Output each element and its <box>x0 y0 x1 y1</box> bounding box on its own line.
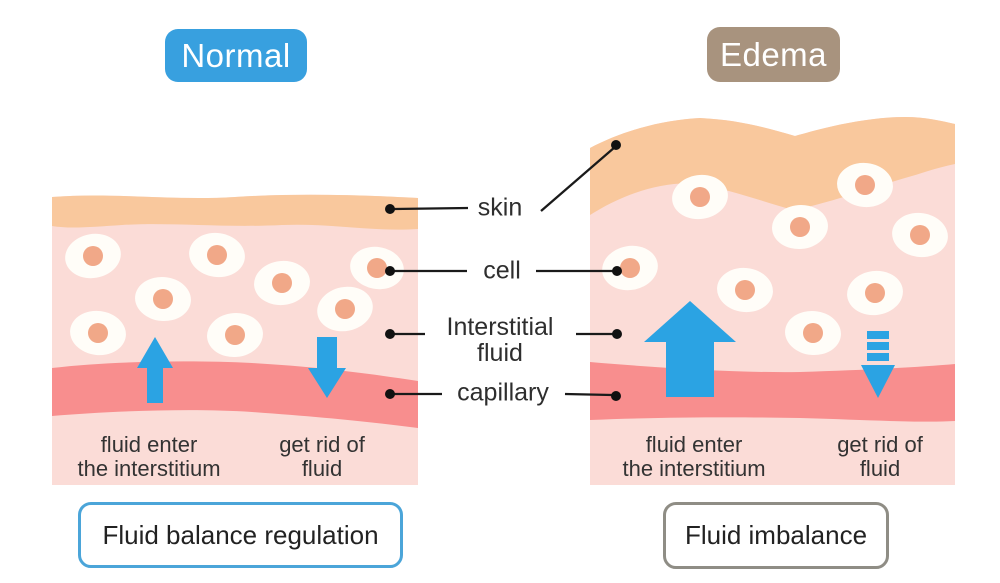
cell <box>602 245 658 291</box>
normal-tissue-panel <box>52 194 418 485</box>
interstitial-fluid-label: Interstitial fluid <box>447 314 554 366</box>
caption-line: the interstitium <box>77 456 221 481</box>
cell <box>785 310 841 356</box>
cell <box>189 232 245 278</box>
cell <box>847 270 903 316</box>
cell <box>672 174 728 220</box>
cell <box>717 267 773 313</box>
caption-line: get rid of <box>837 432 923 457</box>
normal-fluid-in-caption: fluid enter the interstitium <box>77 433 220 481</box>
interstitial-fluid-label-line1: Interstitial <box>446 313 554 341</box>
cell-label: cell <box>483 256 521 285</box>
cell <box>135 276 191 322</box>
cell <box>837 162 893 208</box>
cell <box>772 204 828 250</box>
cell <box>317 286 373 332</box>
caption-line: get rid of <box>279 432 365 457</box>
edema-fluid-out-caption: get rid of fluid <box>837 433 923 481</box>
cell <box>892 212 948 258</box>
fluid-out-arrow <box>308 337 346 398</box>
normal-badge: Normal <box>165 29 307 82</box>
fluid-in-arrow <box>137 337 173 403</box>
skin-label: skin <box>477 193 523 222</box>
cell <box>207 312 263 358</box>
caption-line: fluid <box>301 456 343 481</box>
capillary-label: capillary <box>457 378 549 407</box>
edema-badge: Edema <box>707 27 840 82</box>
caption-line: fluid enter <box>645 432 743 457</box>
fluid-in-arrow-large <box>644 301 736 397</box>
cell <box>70 310 126 356</box>
cell <box>350 246 404 290</box>
caption-line: fluid enter <box>100 432 198 457</box>
normal-fluid-out-caption: get rid of fluid <box>279 433 365 481</box>
edema-tissue-panel <box>590 117 955 485</box>
caption-line: the interstitium <box>622 456 766 481</box>
skin-layer <box>52 194 418 230</box>
fluid-imbalance-box: Fluid imbalance <box>663 502 889 569</box>
fluid-balance-regulation-box: Fluid balance regulation <box>78 502 403 568</box>
interstitial-fluid-label-line2: fluid <box>477 339 523 367</box>
cell <box>65 233 121 279</box>
caption-line: fluid <box>859 456 901 481</box>
edema-fluid-in-caption: fluid enter the interstitium <box>622 433 765 481</box>
fluid-out-arrow-reduced <box>861 331 895 398</box>
cell <box>254 260 310 306</box>
